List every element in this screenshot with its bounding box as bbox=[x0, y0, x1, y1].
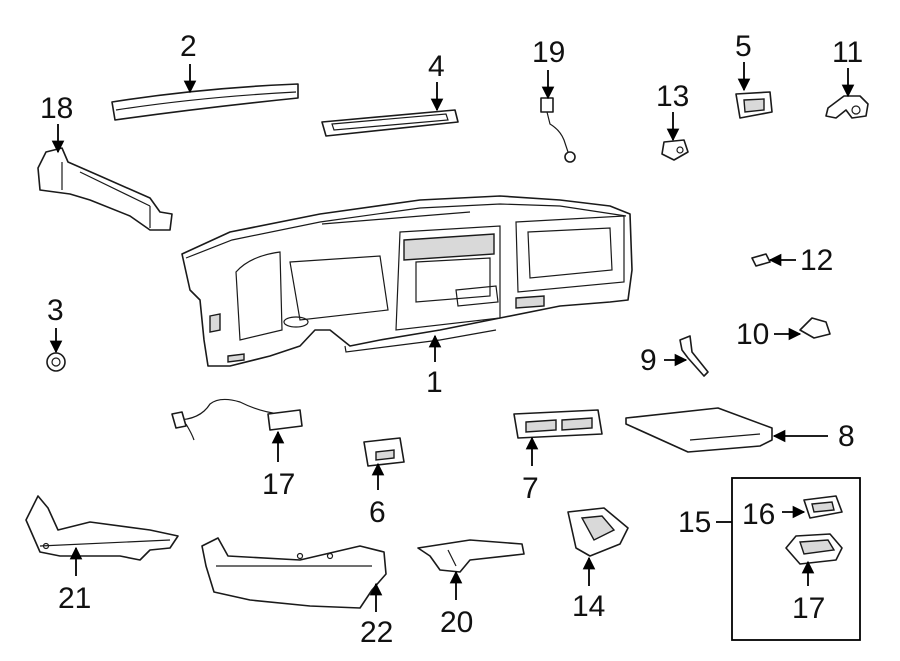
callout-labels: 2 4 18 19 13 5 11 12 10 9 3 1 17 6 7 8 2… bbox=[40, 30, 863, 649]
part-3-knob bbox=[46, 352, 66, 372]
part-11-bracket bbox=[825, 95, 869, 119]
callout-8: 8 bbox=[838, 420, 855, 453]
part-17-wire-harness bbox=[171, 398, 303, 441]
callout-18: 18 bbox=[40, 92, 73, 125]
callout-19: 19 bbox=[532, 36, 565, 69]
part-9-rod bbox=[679, 335, 709, 377]
callout-17-upper: 17 bbox=[262, 468, 295, 501]
callout-6: 6 bbox=[369, 496, 386, 529]
part-18-side-bracket bbox=[37, 147, 173, 231]
part-16-pad bbox=[803, 495, 843, 519]
leader-lines bbox=[49, 62, 855, 612]
callout-3: 3 bbox=[47, 294, 64, 327]
part-14-ash-tray bbox=[567, 507, 629, 557]
part-8-glove-box-door bbox=[625, 407, 773, 453]
part-13-clip bbox=[661, 139, 689, 161]
part-4-defroster-grille bbox=[321, 109, 459, 137]
callout-9: 9 bbox=[640, 344, 657, 377]
part-22-lower-trim bbox=[201, 537, 387, 609]
part-2-dash-pad-strip bbox=[111, 83, 299, 121]
part-12-clip bbox=[751, 253, 771, 267]
callout-22: 22 bbox=[360, 616, 393, 649]
callout-5: 5 bbox=[735, 30, 752, 63]
callout-4: 4 bbox=[428, 50, 445, 83]
callout-7: 7 bbox=[522, 472, 539, 505]
callout-15: 15 bbox=[678, 506, 711, 539]
part-21-lower-bracket bbox=[25, 495, 179, 561]
part-6-bezel bbox=[363, 437, 405, 467]
part-7-vent-panel bbox=[513, 409, 603, 439]
callout-12: 12 bbox=[800, 244, 833, 277]
callout-2: 2 bbox=[180, 30, 197, 63]
part-20-support bbox=[417, 539, 525, 573]
callout-1: 1 bbox=[426, 366, 443, 399]
part-5-switch-housing bbox=[735, 91, 773, 119]
part-19-cable bbox=[540, 97, 576, 163]
callout-20: 20 bbox=[440, 606, 473, 639]
callout-17-lower: 17 bbox=[792, 592, 825, 625]
callout-21: 21 bbox=[58, 582, 91, 615]
callout-16: 16 bbox=[742, 498, 775, 531]
callout-14: 14 bbox=[572, 590, 605, 623]
callout-13: 13 bbox=[656, 80, 689, 113]
detail-box-15 bbox=[731, 477, 861, 641]
part-1-instrument-panel bbox=[181, 195, 633, 367]
part-10-retainer bbox=[799, 317, 831, 339]
part-17-holder bbox=[785, 533, 843, 565]
callout-11: 11 bbox=[832, 36, 863, 69]
callout-10: 10 bbox=[736, 318, 769, 351]
